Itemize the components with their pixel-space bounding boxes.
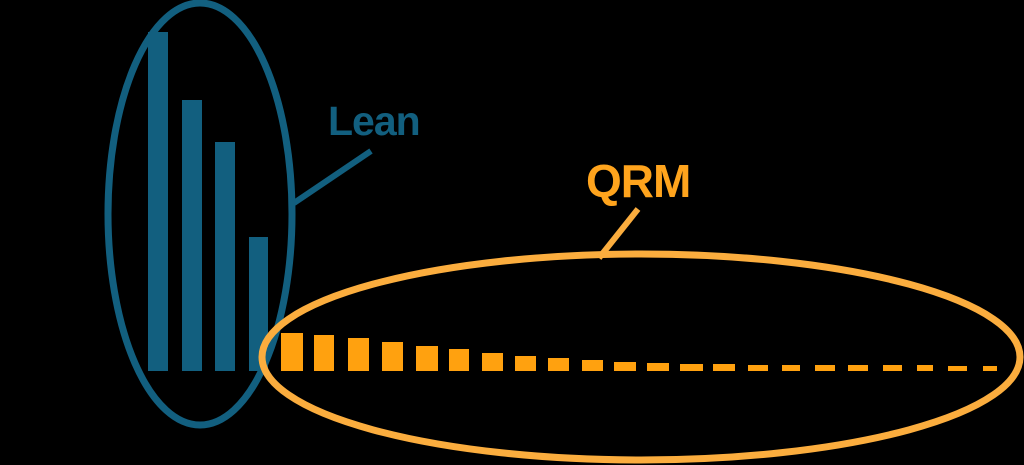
qrm-leader-line — [596, 207, 641, 260]
qrm-bar — [482, 353, 503, 371]
qrm-bar — [883, 365, 902, 371]
lean-bar — [148, 32, 168, 371]
qrm-bar — [449, 349, 469, 371]
lean-bars-group — [148, 32, 268, 371]
qrm-bar — [848, 365, 868, 371]
qrm-bar — [582, 360, 603, 371]
qrm-bar — [281, 333, 303, 371]
lean-leader-line — [292, 148, 373, 206]
qrm-bar — [815, 365, 835, 371]
qrm-bar — [548, 358, 569, 371]
qrm-group-ellipse — [258, 250, 1024, 464]
qrm-bar — [917, 365, 933, 371]
qrm-bar — [748, 365, 768, 371]
qrm-bar — [782, 365, 800, 371]
lean-bar — [249, 237, 268, 371]
qrm-bar — [382, 342, 403, 371]
qrm-bar — [948, 366, 967, 371]
lean-group-ellipse — [104, 0, 296, 429]
qrm-bar — [515, 356, 536, 371]
qrm-label: QRM — [586, 155, 690, 207]
lean-bar — [215, 142, 235, 371]
qrm-bars-group — [281, 333, 997, 371]
lean-label: Lean — [328, 98, 420, 144]
qrm-bar — [314, 335, 334, 371]
qrm-bar — [713, 364, 735, 371]
qrm-bar — [348, 338, 369, 371]
qrm-bar — [983, 366, 997, 371]
qrm-bar — [680, 364, 703, 371]
qrm-bar — [614, 362, 636, 371]
qrm-bar — [647, 363, 669, 371]
lean-bar — [182, 100, 202, 371]
qrm-bar — [416, 346, 438, 371]
